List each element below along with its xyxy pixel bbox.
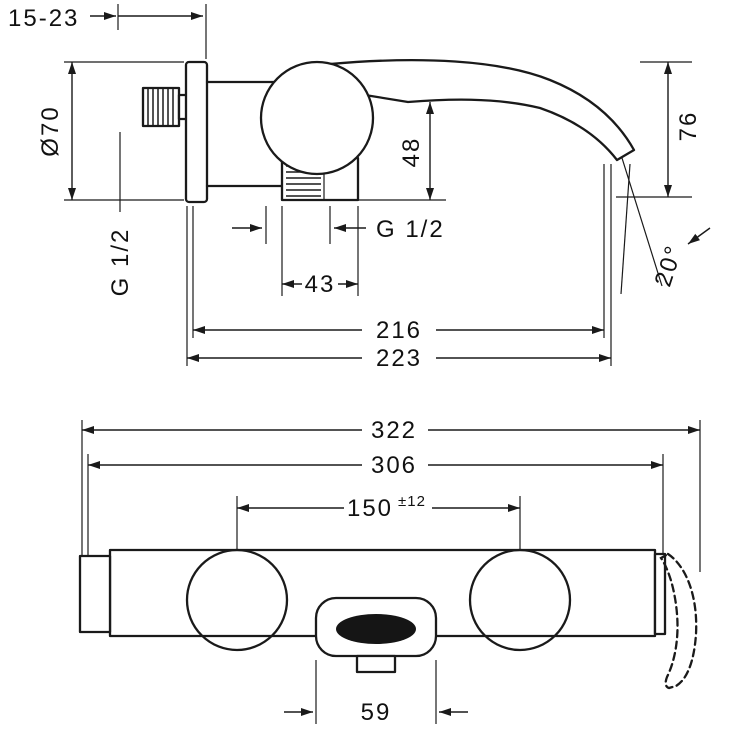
dim-centers-label: 150 bbox=[347, 495, 393, 522]
side-view: 15-23 bbox=[8, 4, 711, 372]
dim-flange-diameter: Ø70 bbox=[37, 61, 184, 201]
thread-hatch bbox=[147, 89, 174, 125]
dim-overall-width: 322 bbox=[81, 417, 701, 572]
dim-reach: 216 bbox=[192, 164, 605, 344]
dim-outlet-width-label: 43 bbox=[305, 271, 336, 298]
spout-front bbox=[314, 596, 438, 674]
dim-outlet-thread: G 1/2 bbox=[232, 206, 445, 244]
supply-pipe bbox=[141, 86, 189, 128]
dim-depth-label: 223 bbox=[376, 345, 422, 372]
left-end-cap bbox=[78, 554, 112, 634]
right-end-cap bbox=[653, 552, 667, 636]
dim-spout-width-label: 59 bbox=[361, 699, 392, 726]
escutcheon bbox=[184, 60, 209, 204]
dim-inlet-thread-label: G 1/2 bbox=[107, 228, 134, 297]
mounting-bell-left bbox=[185, 548, 289, 652]
dim-inlet-thread: G 1/2 bbox=[107, 132, 134, 296]
aerator bbox=[336, 614, 416, 644]
dim-depth: 223 bbox=[186, 164, 612, 372]
dim-body-width: 306 bbox=[87, 452, 664, 556]
dim-spout-width: 59 bbox=[284, 660, 468, 726]
dim-wall-range: 15-23 bbox=[8, 4, 207, 59]
dim-centers: 150 ±12 bbox=[236, 493, 521, 556]
dim-height-label: 76 bbox=[675, 111, 702, 142]
spout-side bbox=[328, 58, 636, 162]
hose-connector bbox=[355, 654, 397, 674]
dim-reach-label: 216 bbox=[376, 317, 422, 344]
dim-wall-range-label: 15-23 bbox=[8, 5, 79, 32]
handle-dome bbox=[259, 60, 375, 176]
dim-spout-angle: 20° bbox=[620, 157, 711, 295]
dim-spout-height-label: 48 bbox=[398, 137, 425, 168]
dim-outlet-width: 43 bbox=[281, 206, 359, 298]
front-view: 322 306 150 ±12 bbox=[78, 417, 701, 726]
dim-centers-tolerance-label: ±12 bbox=[398, 493, 426, 510]
dim-flange-diameter-label: Ø70 bbox=[37, 105, 64, 156]
dim-overall-width-label: 322 bbox=[371, 417, 417, 444]
dim-spout-angle-label: 20° bbox=[649, 241, 688, 290]
lever-handle-dashed bbox=[659, 552, 698, 690]
mounting-bell-right bbox=[468, 548, 572, 652]
dim-height: 76 bbox=[616, 61, 702, 198]
dim-outlet-thread-label: G 1/2 bbox=[376, 216, 445, 243]
dim-spout-height: 48 bbox=[358, 102, 446, 201]
dim-body-width-label: 306 bbox=[371, 452, 417, 479]
